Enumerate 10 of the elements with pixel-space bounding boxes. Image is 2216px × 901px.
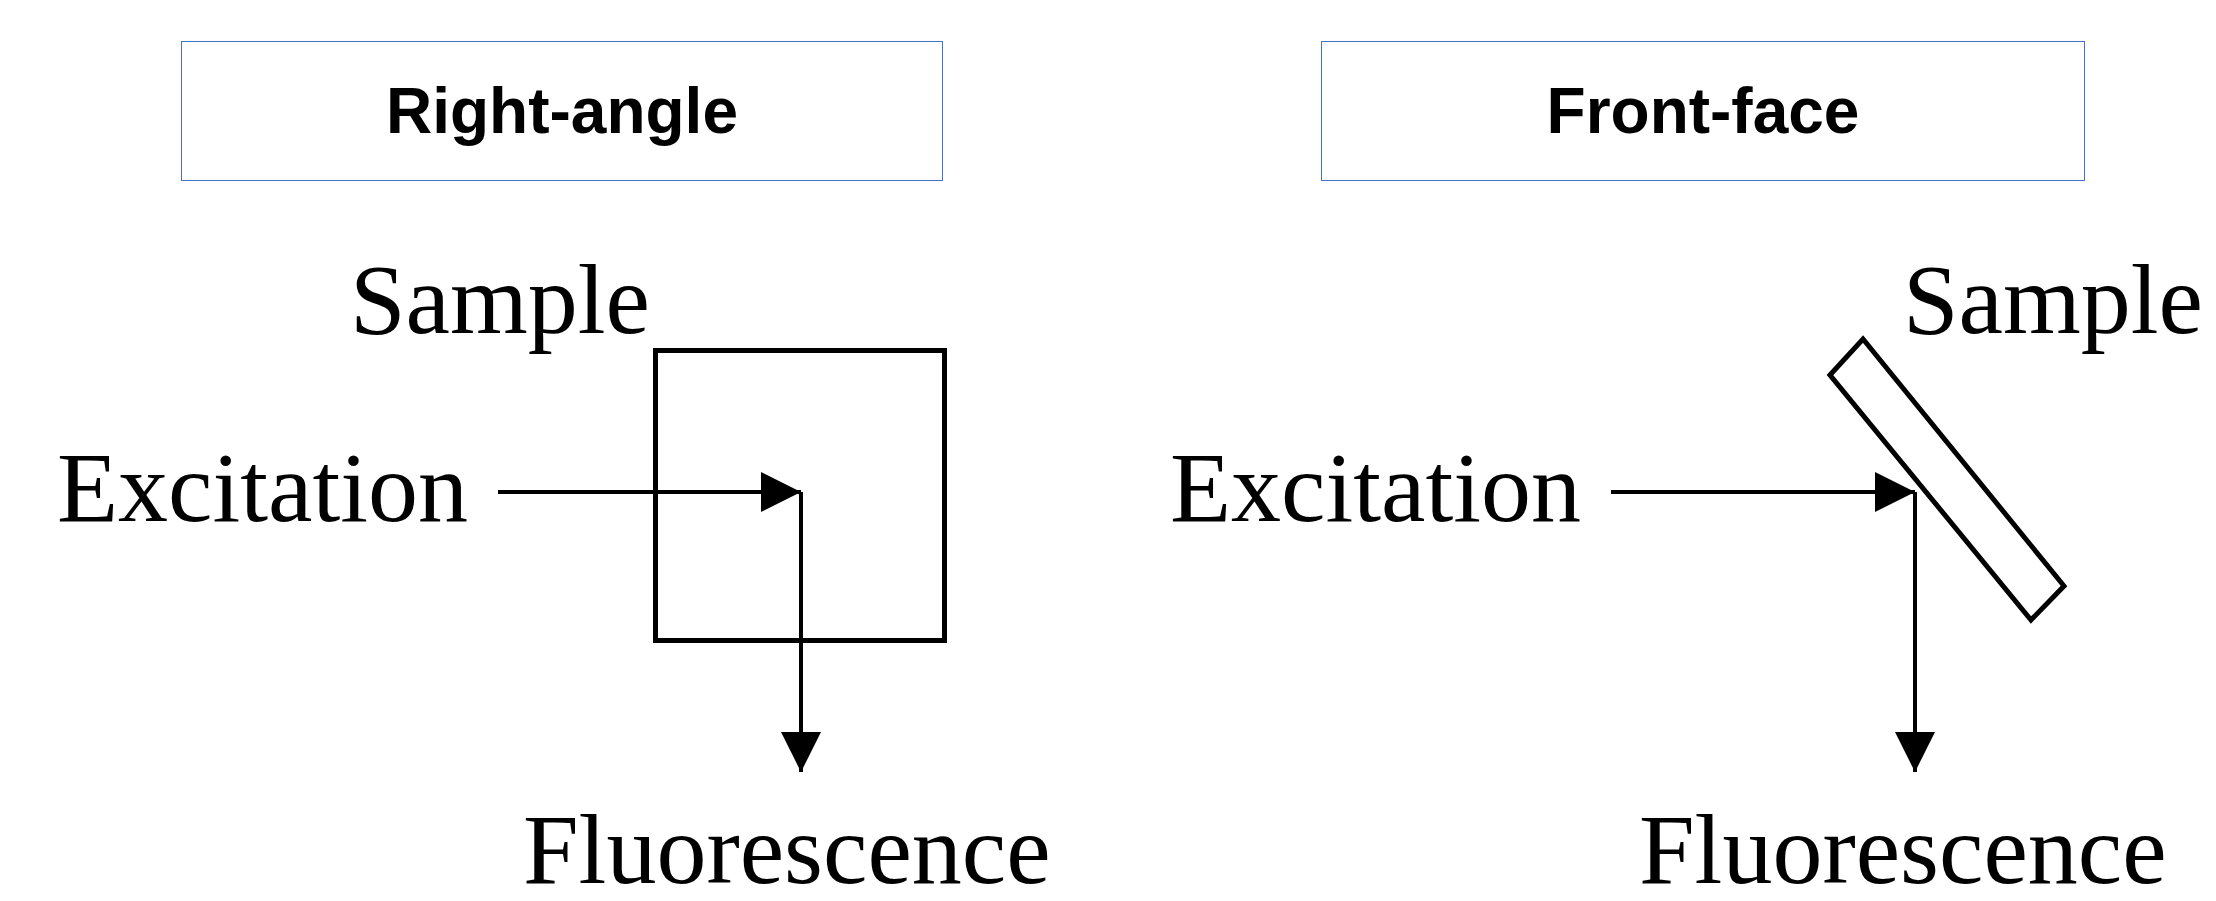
arrow	[1611, 472, 1915, 512]
arrow	[781, 492, 821, 772]
excitation-label: Excitation	[1170, 438, 1581, 538]
fluorescence-label: Fluorescence	[1639, 800, 2167, 900]
arrow	[1895, 492, 1935, 772]
fluorescence-label: Fluorescence	[523, 800, 1051, 900]
arrow	[498, 472, 801, 512]
heading-box: Front-face	[1321, 41, 2085, 181]
excitation-label: Excitation	[57, 438, 468, 538]
heading-box: Right-angle	[181, 41, 943, 181]
